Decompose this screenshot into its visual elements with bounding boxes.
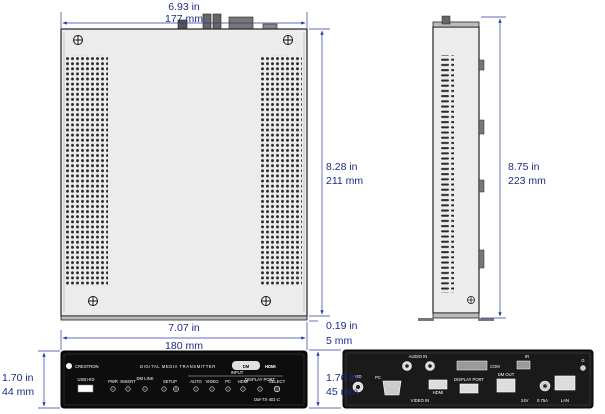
vga-port [382,380,402,396]
display-port-port-label: DISPLAY PORT [454,377,484,382]
ground-label: G [581,358,584,363]
pc-led [225,386,231,392]
top-width-in: 6.93 in [168,1,200,13]
auto-led [193,386,199,392]
pc-port-label: PC [375,375,381,380]
hdmi-port [428,379,448,390]
insert-label: INSERT [120,379,136,384]
screw-icon [261,296,271,306]
top-view [60,13,308,321]
side-depth-in: 8.75 in [508,161,540,173]
side-depth-mm: 223 mm [508,175,546,187]
top-width-mm: 177 mm [165,13,203,25]
video-label: VIDEO [205,379,219,384]
rear-height-mm: 45 mm [326,386,358,398]
display-port-port [459,383,479,394]
rear-height-in: 1.76 in [326,372,358,384]
hdmi-port-label: HDMI [433,390,444,395]
pwr-label: PWR [108,379,118,384]
display-port-led [257,386,263,392]
vid-label: VID [355,374,362,379]
current-label: 0.75A [537,398,548,403]
front-title: DIGITAL MEDIA TRANSMITTER [140,364,216,369]
dm-out-label: DM OUT [498,372,515,377]
hdmi-led [240,386,246,392]
auto-label: AUTO [190,379,202,384]
screw-icon [73,35,83,45]
model-label: DM-TX-401-C [254,397,281,402]
video-in-label: VIDEO IN [411,398,429,403]
select-button[interactable] [273,385,281,393]
ir-terminal [516,360,531,370]
usb-port [77,384,94,393]
dm-badge: DM [243,364,250,369]
top-depth-mm: 211 mm [326,175,363,187]
pwr-led [110,386,116,392]
front-view: CRESTRON DIGITAL MEDIA TRANSMITTER DM HD… [60,350,308,409]
pc-label: PC [225,379,231,384]
dm-link-led [142,386,148,392]
dm-out-port [496,378,516,393]
front-width-in: 7.07 in [168,322,200,334]
screw-icon [88,296,98,306]
com-terminal [456,360,488,371]
setup-label: SETUP [163,379,177,384]
front-height-in: 1.70 in [2,372,34,384]
screw-icon [283,35,293,45]
dm-link-label: DM LINK [137,376,154,381]
setup-button[interactable] [173,386,179,392]
usb-label: USB HID [78,377,95,382]
audio-in-label: AUDIO IN [409,354,428,359]
video-led [209,386,215,392]
com-label: COM [490,364,500,369]
lan-port [554,375,576,391]
front-height-mm: 44 mm [2,386,34,398]
ir-label: IR [525,354,529,359]
foot-in: 0.19 in [326,320,358,332]
front-width-mm: 180 mm [165,340,203,352]
rear-view: AUDIO IN VID PC HDMI DISPLAY PORT VIDEO … [342,349,594,409]
select-label: SELECT [269,379,286,384]
insert-led [125,386,131,392]
display-port-label: DISPLAY PORT [245,377,275,382]
screw-icon [467,296,475,304]
hdmi-badge: HDMI [265,364,276,369]
setup-led [161,386,167,392]
ground-screw-icon [580,365,586,371]
brand-label: CRESTRON [75,364,99,369]
top-depth-in: 8.28 in [326,161,358,173]
lan-label: LAN [561,398,569,403]
power-label: 24V [521,398,529,403]
foot-mm: 5 mm [326,335,353,347]
input-group-label: INPUT [231,370,244,375]
hdmi-label: HDMI [238,379,249,384]
side-view [418,15,494,321]
